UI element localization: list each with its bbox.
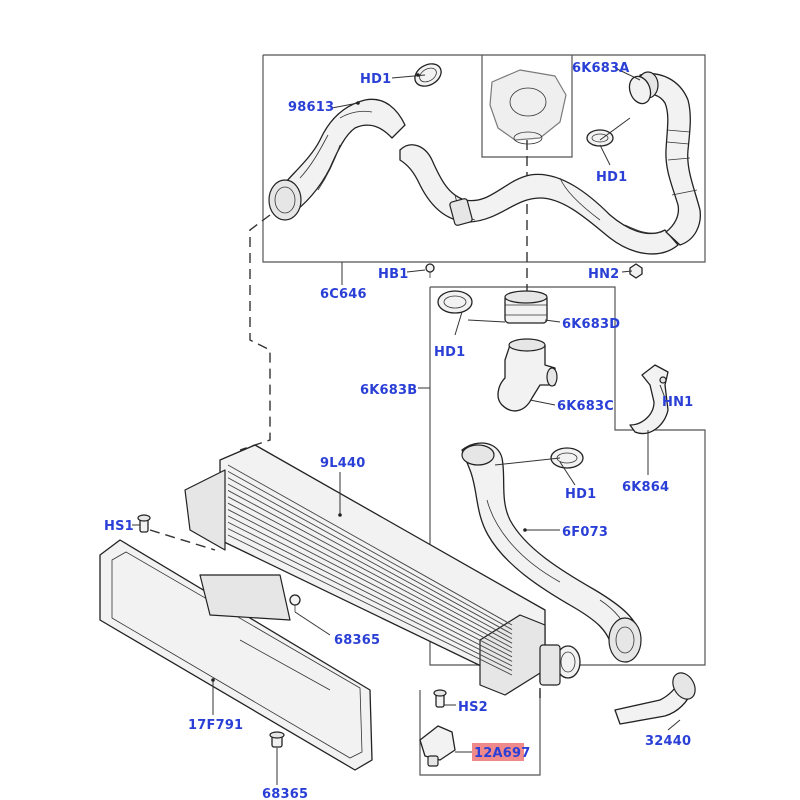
- fastener-68365-mid: [289, 594, 301, 612]
- routing-dash-left: [239, 214, 271, 451]
- label-hs1[interactable]: HS1: [104, 519, 134, 534]
- label-68365-mid[interactable]: 68365: [334, 633, 380, 648]
- lower-hose-group-box: [429, 286, 706, 666]
- highlight-12a697: [472, 743, 524, 761]
- label-6k683a[interactable]: 6K683A: [572, 61, 630, 76]
- hose-6f073: [461, 442, 642, 663]
- intercooler-9l440: [184, 444, 546, 696]
- label-6k683b[interactable]: 6K683B: [360, 383, 417, 398]
- hose-6c646: [399, 144, 679, 255]
- clamp-hd1-mid: [437, 290, 473, 314]
- clamp-hd1-lower: [550, 447, 584, 469]
- intercooler-fin-line: [227, 515, 513, 662]
- label-hs2[interactable]: HS2: [458, 700, 488, 715]
- sensor-group-box: [419, 690, 541, 776]
- clamp-hd1-top: [414, 63, 442, 87]
- label-6k683d[interactable]: 6K683D: [562, 317, 620, 332]
- intercooler-fin-line: [227, 534, 513, 676]
- label-hb1[interactable]: HB1: [378, 267, 408, 282]
- label-hd1-lower[interactable]: HD1: [565, 487, 596, 502]
- label-6c646[interactable]: 6C646: [320, 287, 367, 302]
- label-6k683c[interactable]: 6K683C: [557, 399, 614, 414]
- hose-32440: [614, 672, 696, 725]
- intercooler-fin-line: [227, 464, 513, 626]
- throttle-body-inset: [489, 69, 567, 145]
- intercooler-fin-line: [227, 483, 513, 640]
- connector-6k683d: [504, 290, 548, 324]
- clamp-hd1-right: [586, 129, 614, 147]
- intercooler-fin-line: [227, 496, 513, 649]
- label-98613[interactable]: 98613: [288, 100, 334, 115]
- label-hn1[interactable]: HN1: [662, 395, 693, 410]
- label-9l440[interactable]: 9L440: [320, 456, 365, 471]
- label-6k864[interactable]: 6K864: [622, 480, 669, 495]
- bolt-hs2: [433, 689, 447, 708]
- clamp-6k683a-top: [628, 75, 652, 105]
- label-hn2[interactable]: HN2: [588, 267, 619, 282]
- label-hd1-top[interactable]: HD1: [360, 72, 391, 87]
- label-6f073[interactable]: 6F073: [562, 525, 608, 540]
- nut-hn2: [629, 263, 643, 279]
- bolt-hs1: [137, 514, 151, 533]
- intercooler-fin-line: [227, 490, 513, 644]
- intercooler-fins: [227, 464, 513, 676]
- intercooler-fin-line: [227, 509, 513, 658]
- label-68365-bottom[interactable]: 68365: [262, 787, 308, 800]
- label-17f791[interactable]: 17F791: [188, 718, 243, 733]
- label-32440[interactable]: 32440: [645, 734, 691, 749]
- intercooler-fin-line: [227, 470, 513, 630]
- intercooler-fin-line: [227, 521, 513, 667]
- hose-98613: [268, 98, 406, 221]
- deflector-17f791: [99, 539, 373, 771]
- bolt-hb1: [425, 263, 435, 278]
- leader-lines: [132, 67, 681, 785]
- upper-hose-group-box: [262, 54, 706, 263]
- fastener-68365-bottom: [269, 731, 285, 748]
- pipe-6k683c: [497, 338, 558, 412]
- label-hd1-right[interactable]: HD1: [596, 170, 627, 185]
- connector-right: [539, 644, 581, 686]
- bracket-6k864: [629, 364, 669, 435]
- intercooler-fin-line: [227, 477, 513, 635]
- routing-dash-hs1: [149, 529, 216, 551]
- label-hd1-mid[interactable]: HD1: [434, 345, 465, 360]
- sensor-12a697: [419, 725, 456, 767]
- intercooler-fin-line: [227, 502, 513, 653]
- label-12a697[interactable]: 12A697: [474, 746, 531, 761]
- intercooler-fin-line: [227, 528, 513, 671]
